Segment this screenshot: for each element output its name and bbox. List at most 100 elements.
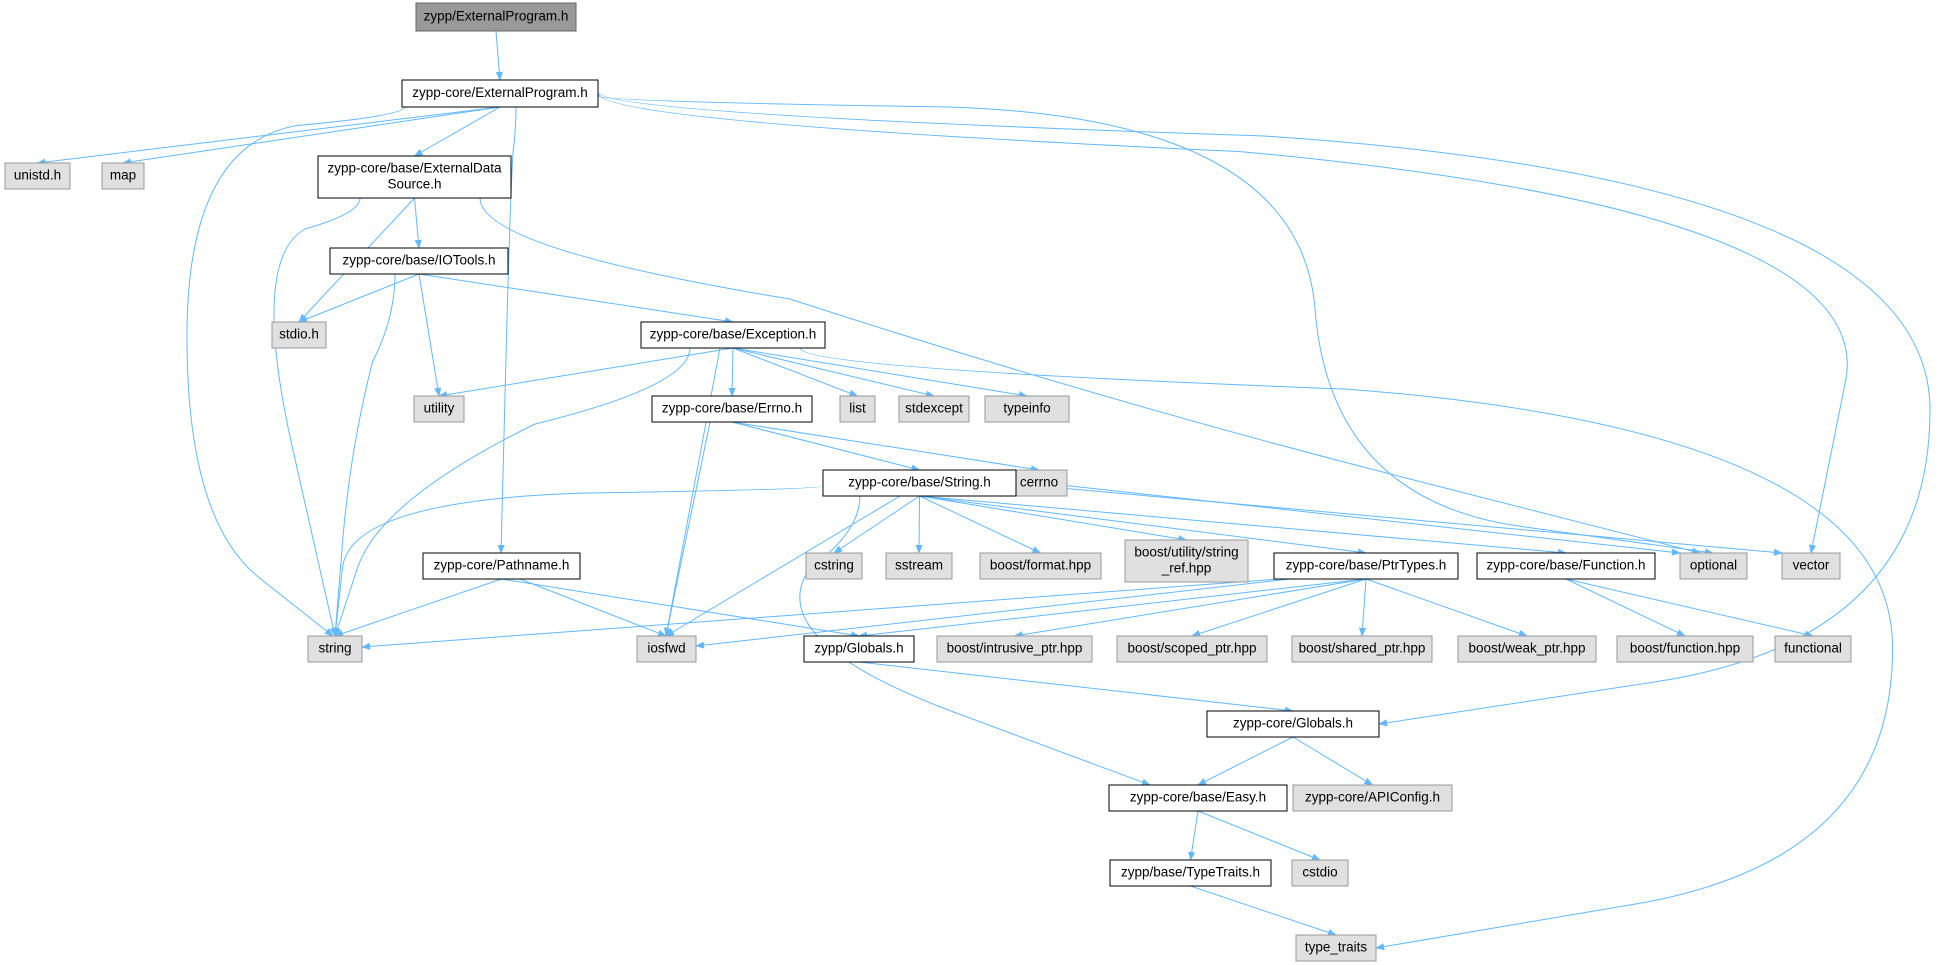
node-boost_weak: boost/weak_ptr.hpp [1457, 635, 1597, 663]
node-utility: utility [413, 395, 465, 423]
edge-core_extprog-to-optional [597, 95, 1714, 556]
node-box [1292, 784, 1453, 812]
edge-core_globals-to-apiconfig [1292, 736, 1374, 786]
node-label: zypp-core/base/Easy.h [1130, 790, 1266, 805]
node-box [979, 552, 1102, 580]
node-string: string [307, 635, 363, 663]
node-box [1206, 710, 1380, 738]
node-boost_intrusive: boost/intrusive_ptr.hpp [936, 635, 1093, 663]
node-box [1616, 635, 1754, 663]
node-cstdio: cstdio [1291, 859, 1349, 887]
node-label: zypp-core/base/String.h [848, 475, 991, 490]
edge-string_h-to-function_h [919, 495, 1567, 556]
node-box [885, 552, 953, 580]
node-label: iosfwd [647, 641, 685, 656]
node-label: boost/utility/string [1134, 545, 1238, 560]
node-box [822, 469, 1017, 497]
node-root[interactable]: zypp/ExternalProgram.h [415, 2, 577, 32]
node-box [936, 635, 1093, 663]
node-cerrno: cerrno [1010, 469, 1068, 497]
node-box [415, 2, 577, 32]
node-label: zypp/ExternalProgram.h [424, 9, 569, 24]
edge-iotools-to-exception [418, 273, 734, 325]
node-apiconfig: zypp-core/APIConfig.h [1292, 784, 1453, 812]
edge-string_h-to-iosfwd [665, 495, 901, 637]
node-box [1295, 934, 1377, 962]
node-label: string [318, 641, 351, 656]
edge-easy-to-typetraits_h [1188, 810, 1199, 861]
edge-pathname-to-string [334, 578, 502, 637]
node-box [1476, 552, 1656, 580]
node-zypp_globals[interactable]: zypp/Globals.h [803, 635, 915, 663]
node-label: boost/format.hpp [990, 558, 1091, 573]
node-label: zypp-core/base/IOTools.h [342, 253, 495, 268]
edge-exception-to-stdexcept [732, 347, 935, 398]
edge-core_extprog-to-string [186, 105, 407, 637]
node-label: stdexcept [905, 401, 963, 416]
edge-string_h-to-boost_format [919, 495, 1042, 554]
node-box [401, 79, 599, 108]
node-pathname[interactable]: zypp-core/Pathname.h [422, 552, 581, 580]
edge-ptrtypes-to-boost_intrusive [1013, 578, 1367, 639]
node-typeinfo: typeinfo [984, 395, 1070, 423]
node-label: zypp-core/ExternalProgram.h [412, 85, 588, 100]
node-box [422, 552, 581, 580]
node-exception[interactable]: zypp-core/base/Exception.h [640, 321, 826, 349]
node-label: list [849, 401, 866, 416]
node-easy[interactable]: zypp-core/base/Easy.h [1108, 784, 1288, 812]
edge-exception-to-string [334, 347, 691, 637]
node-label: zypp-core/Globals.h [1233, 716, 1353, 731]
edge-core_extprog-to-map [122, 106, 501, 166]
node-label: stdio.h [279, 327, 319, 342]
node-box [1774, 635, 1852, 663]
node-function_h[interactable]: zypp-core/base/Function.h [1476, 552, 1656, 580]
node-label: cerrno [1020, 475, 1058, 490]
node-box [317, 155, 512, 199]
node-label: boost/function.hpp [1630, 641, 1740, 656]
node-errno[interactable]: zypp-core/base/Errno.h [651, 395, 813, 423]
node-box [1124, 539, 1249, 583]
node-box [329, 247, 509, 275]
node-box [1679, 552, 1748, 580]
node-box [636, 635, 697, 663]
node-box [413, 395, 465, 423]
node-boost_strref: boost/utility/string_ref.hpp [1124, 539, 1249, 583]
node-label: map [110, 168, 136, 183]
edge-string_h-to-cstring [833, 495, 920, 554]
edge-typetraits_h-to-type_traits [1190, 885, 1337, 936]
node-box [640, 321, 826, 349]
node-boost_scoped: boost/scoped_ptr.hpp [1116, 635, 1268, 663]
node-label: boost/intrusive_ptr.hpp [947, 641, 1083, 656]
edge-iotools-to-stdio [298, 273, 420, 323]
node-label: zypp/Globals.h [814, 641, 903, 656]
node-label: zypp-core/Pathname.h [434, 558, 570, 573]
edge-exception-to-errno [728, 347, 736, 397]
edge-ptrtypes-to-zypp_globals [858, 578, 1367, 639]
edge-core_extprog-to-unistd [36, 106, 501, 166]
edge-pathname-to-iosfwd [519, 578, 667, 637]
node-label: boost/weak_ptr.hpp [1468, 641, 1585, 656]
node-typetraits_h[interactable]: zypp/base/TypeTraits.h [1109, 859, 1272, 887]
node-box [1273, 552, 1459, 580]
node-iotools[interactable]: zypp-core/base/IOTools.h [329, 247, 509, 275]
node-core_globals[interactable]: zypp-core/Globals.h [1206, 710, 1380, 738]
edge-exception-to-typeinfo [732, 347, 1028, 399]
node-box [651, 395, 813, 423]
edge-exception-to-utility [438, 347, 734, 399]
node-box [1109, 859, 1272, 887]
node-map: map [101, 162, 145, 190]
node-label: cstdio [1302, 865, 1337, 880]
edge-core_extprog-to-pathname [497, 105, 517, 554]
node-string_h[interactable]: zypp-core/base/String.h [822, 469, 1017, 497]
node-ptrtypes[interactable]: zypp-core/base/PtrTypes.h [1273, 552, 1459, 580]
edge-string_h-to-easy [799, 495, 1151, 786]
edge-extdata-to-iotools [414, 197, 422, 249]
node-label: boost/shared_ptr.hpp [1299, 641, 1426, 656]
node-label: zypp-core/base/Exception.h [650, 327, 817, 342]
node-core_extprog[interactable]: zypp-core/ExternalProgram.h [401, 79, 599, 108]
node-stdexcept: stdexcept [898, 395, 970, 423]
edge-easy-to-cstdio [1197, 810, 1321, 861]
edge-ptrtypes-to-boost_shared [1358, 578, 1367, 637]
